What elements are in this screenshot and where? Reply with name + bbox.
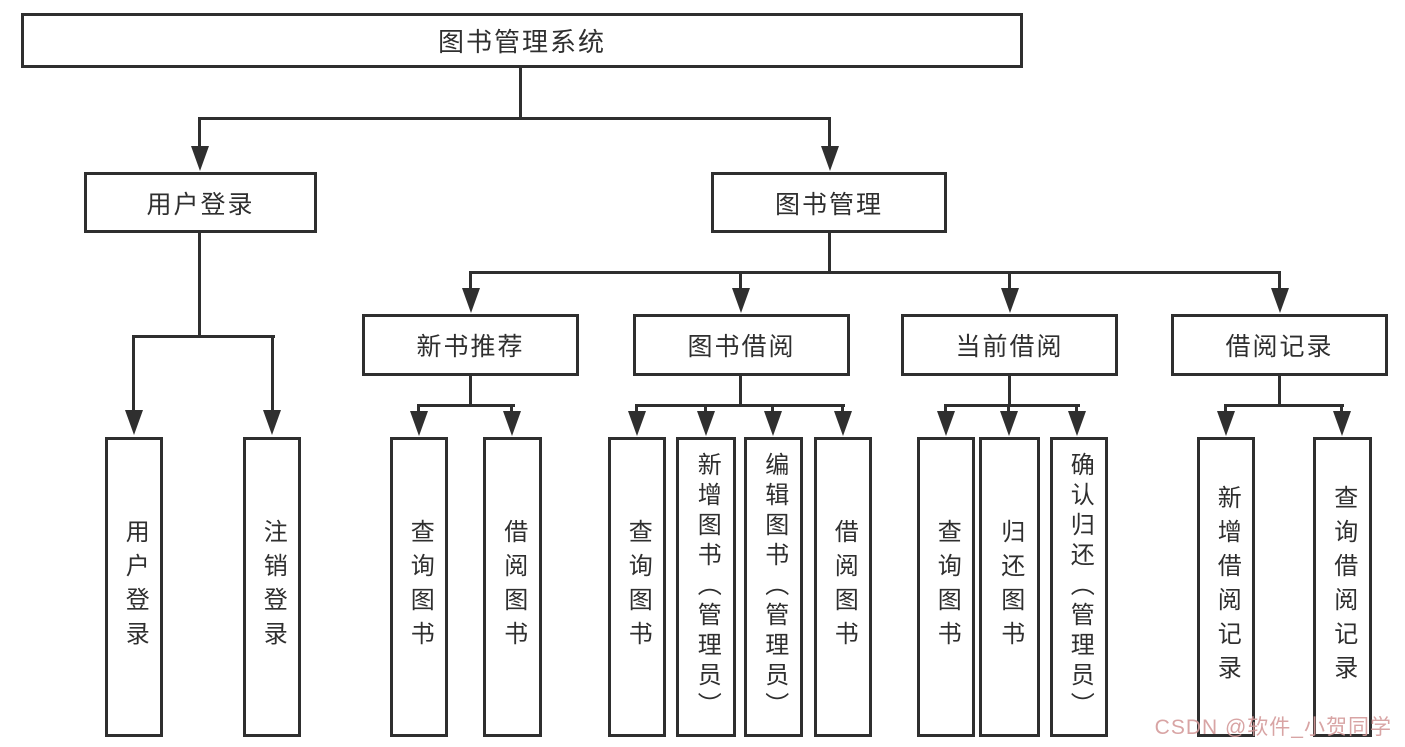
connector-line (469, 271, 472, 291)
node-label: 用户登录 (121, 519, 149, 655)
arrow-down-icon (834, 411, 852, 436)
connector-line (1008, 376, 1011, 407)
node-query-borrow-record: 查询借阅记录 (1313, 437, 1372, 737)
connector-line (635, 404, 638, 414)
node-label: 用户登录 (146, 190, 255, 219)
connector-line (1224, 404, 1344, 407)
node-query-book: 查询图书 (608, 437, 666, 737)
arrow-down-icon (1068, 411, 1086, 436)
connector-line (1278, 271, 1281, 291)
node-label: 查询图书 (624, 519, 652, 655)
node-label: 图书借阅 (687, 333, 796, 361)
arrow-down-icon (1271, 288, 1289, 313)
connector-line (1007, 404, 1010, 414)
connector-line (635, 404, 845, 407)
node-library-management-system: 图书管理系统 (21, 13, 1023, 68)
connector-line (944, 404, 947, 414)
node-label: 查询图书 (933, 519, 961, 655)
arrow-down-icon (732, 288, 750, 313)
node-borrow-book: 借阅图书 (814, 437, 872, 737)
arrow-down-icon (821, 146, 839, 171)
connector-line (771, 404, 774, 414)
node-label: 查询借阅记录 (1329, 485, 1357, 689)
node-edit-book-admin: 编辑图书（管理员） (744, 437, 803, 737)
arrow-down-icon (764, 411, 782, 436)
connector-line (1008, 271, 1011, 291)
arrow-down-icon (937, 411, 955, 436)
node-logout: 注销登录 (243, 437, 301, 737)
node-label: 图书管理系统 (437, 27, 606, 57)
connector-line (198, 117, 201, 148)
node-query-book: 查询图书 (390, 437, 448, 737)
connector-line (1075, 404, 1078, 414)
connector-line (519, 68, 522, 119)
arrow-down-icon (628, 411, 646, 436)
connector-line (417, 404, 515, 407)
node-book-management: 图书管理 (711, 172, 947, 233)
connector-line (739, 271, 742, 291)
node-borrow-record: 借阅记录 (1171, 314, 1388, 376)
node-current-borrow: 当前借阅 (901, 314, 1118, 376)
arrow-down-icon (1001, 288, 1019, 313)
connector-line (510, 404, 513, 414)
node-label: 借阅记录 (1225, 333, 1334, 361)
connector-line (828, 117, 831, 148)
node-user-login: 用户登录 (84, 172, 317, 233)
connector-line (132, 335, 275, 338)
node-add-borrow-record: 新增借阅记录 (1197, 437, 1255, 737)
node-confirm-return-admin: 确认归还（管理员） (1050, 437, 1108, 737)
node-user-login-leaf: 用户登录 (105, 437, 163, 737)
node-query-book: 查询图书 (917, 437, 975, 737)
node-label: 借阅图书 (499, 519, 527, 655)
arrow-down-icon (410, 411, 428, 436)
node-label: 当前借阅 (955, 333, 1064, 361)
node-label: 查询图书 (406, 519, 434, 655)
connector-line (417, 404, 420, 414)
connector-line (1278, 376, 1281, 407)
arrow-down-icon (697, 411, 715, 436)
node-label: 编辑图书（管理员） (760, 452, 788, 722)
watermark-csdn: CSDN @软件_小贺同学 (1154, 716, 1392, 739)
arrow-down-icon (1333, 411, 1351, 436)
node-label: 新增图书（管理员） (693, 452, 721, 722)
node-label: 借阅图书 (830, 519, 858, 655)
connector-line (469, 271, 1281, 274)
node-label: 归还图书 (996, 519, 1024, 655)
node-label: 注销登录 (259, 519, 287, 655)
node-book-borrow: 图书借阅 (633, 314, 850, 376)
connector-line (198, 233, 201, 338)
node-label: 图书管理 (774, 190, 883, 219)
arrow-down-icon (263, 410, 281, 435)
arrow-down-icon (503, 411, 521, 436)
node-label: 确认归还（管理员） (1066, 452, 1094, 722)
node-label: 新书推荐 (416, 333, 525, 361)
arrow-down-icon (125, 410, 143, 435)
node-borrow-book: 借阅图书 (483, 437, 542, 737)
node-add-book-admin: 新增图书（管理员） (676, 437, 736, 737)
connector-line (944, 404, 1080, 407)
connector-line (1340, 404, 1343, 414)
connector-line (828, 233, 831, 274)
node-return-book: 归还图书 (979, 437, 1040, 737)
connector-line (469, 376, 472, 407)
connector-line (739, 376, 742, 407)
arrow-down-icon (1000, 411, 1018, 436)
node-new-book-recommend: 新书推荐 (362, 314, 579, 376)
connector-line (198, 117, 831, 120)
arrow-down-icon (1217, 411, 1235, 436)
connector-line (132, 335, 135, 413)
node-label: 新增借阅记录 (1213, 485, 1241, 689)
connector-line (841, 404, 844, 414)
connector-line (1224, 404, 1227, 414)
connector-line (271, 335, 274, 413)
arrow-down-icon (462, 288, 480, 313)
arrow-down-icon (191, 146, 209, 171)
connector-line (704, 404, 707, 414)
